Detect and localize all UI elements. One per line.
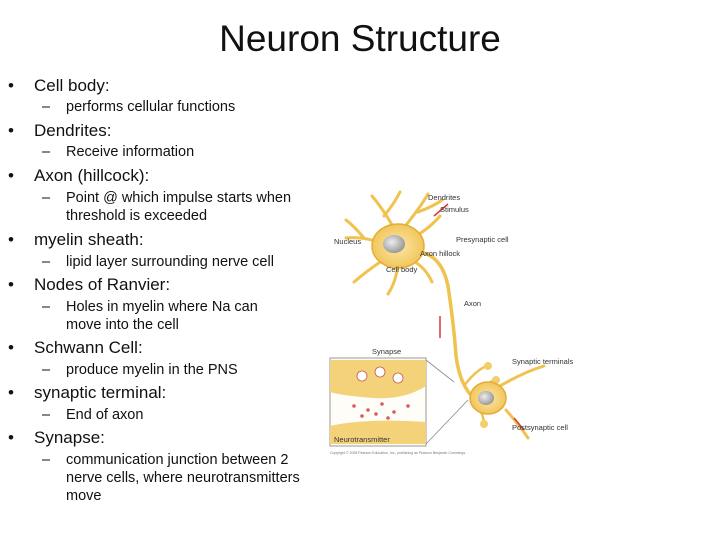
neurotransmitter-molecules bbox=[352, 402, 410, 420]
label-neurotransmitter: Neurotransmitter bbox=[334, 435, 390, 444]
label-nucleus: Nucleus bbox=[334, 237, 361, 246]
bullet-dendrites: • Dendrites: bbox=[8, 121, 111, 141]
bullet-myelin-sheath: • myelin sheath: bbox=[8, 230, 144, 250]
bullet-dot-icon: • bbox=[8, 121, 14, 140]
sub-bullet-text: End of axon bbox=[66, 407, 144, 423]
bullet-cell-body: • Cell body: bbox=[8, 76, 110, 96]
bullet-label: Cell body: bbox=[34, 76, 110, 95]
sub-bullet: –produce myelin in the PNS bbox=[42, 362, 238, 378]
bullet-synaptic-terminal: • synaptic terminal: bbox=[8, 383, 166, 403]
bullet-label: Synapse: bbox=[34, 428, 105, 447]
bullet-label: synaptic terminal: bbox=[34, 383, 167, 402]
sub-bullet-text: Receive information bbox=[66, 144, 195, 160]
bullet-dot-icon: • bbox=[8, 338, 14, 357]
bullet-nodes-of-ranvier: • Nodes of Ranvier: bbox=[8, 275, 170, 295]
label-dendrites: Dendrites bbox=[428, 193, 460, 202]
sub-bullet: –performs cellular functions bbox=[42, 99, 236, 115]
bullet-dot-icon: • bbox=[8, 166, 14, 185]
sub-bullet: –lipid layer surrounding nerve cell bbox=[42, 254, 274, 270]
label-stimulus: Stimulus bbox=[440, 205, 469, 214]
bullet-dot-icon: • bbox=[8, 230, 14, 249]
presynaptic-nucleus bbox=[383, 235, 405, 253]
sub-bullet-text: lipid layer surrounding nerve cell bbox=[66, 254, 274, 270]
inset-postsynaptic-membrane bbox=[330, 420, 426, 444]
label-postsynaptic-cell: Postsynaptic cell bbox=[512, 423, 568, 432]
bullet-label: Nodes of Ranvier: bbox=[34, 275, 171, 294]
sub-bullet-text: Holes in myelin where Na can move into t… bbox=[66, 299, 258, 333]
bullet-label: Dendrites: bbox=[34, 121, 112, 140]
bullet-label: Schwann Cell: bbox=[34, 338, 143, 357]
inset-presynaptic-terminal bbox=[330, 360, 426, 399]
bullet-synapse: • Synapse: bbox=[8, 428, 105, 448]
neurotransmitter-vesicles bbox=[356, 366, 404, 384]
bullet-dot-icon: • bbox=[8, 428, 14, 447]
bullet-dot-icon: • bbox=[8, 76, 14, 95]
bullet-axon: • Axon (hillcock): bbox=[8, 166, 149, 186]
sub-bullet-text: communication junction between 2 nerve c… bbox=[66, 452, 300, 504]
label-axon-hillock: Axon hillock bbox=[420, 249, 460, 258]
sub-bullet: –communication junction between 2 nerve … bbox=[42, 451, 321, 505]
bullet-dot-icon: • bbox=[8, 383, 14, 402]
sub-bullet: –End of axon bbox=[42, 407, 144, 423]
figure-copyright: Copyright © 2008 Pearson Education, Inc.… bbox=[330, 451, 466, 455]
terminal-bulbs bbox=[480, 362, 500, 428]
signal-arrows bbox=[433, 203, 525, 431]
label-cell-body: Cell body bbox=[386, 265, 418, 274]
label-synapse: Synapse bbox=[372, 347, 401, 356]
bullet-list: • Cell body: –performs cellular functions… bbox=[0, 0, 340, 540]
postsynaptic-nucleus bbox=[478, 391, 494, 405]
label-axon: Axon bbox=[464, 299, 481, 308]
sub-bullet: –Receive information bbox=[42, 144, 195, 160]
bullet-dot-icon: • bbox=[8, 275, 14, 294]
bullet-label: Axon (hillcock): bbox=[34, 166, 150, 185]
neuron-diagram: Dendrites Stimulus Nucleus Presynaptic c… bbox=[324, 186, 720, 458]
sub-bullet: –Point @ which impulse starts when thres… bbox=[42, 189, 324, 225]
sub-bullet: –Holes in myelin where Na can move into … bbox=[42, 298, 296, 334]
bullet-schwann-cell: • Schwann Cell: bbox=[8, 338, 143, 358]
bullet-label: myelin sheath: bbox=[34, 230, 144, 249]
axon bbox=[419, 250, 476, 400]
sub-bullet-text: produce myelin in the PNS bbox=[66, 362, 238, 378]
sub-bullet-text: Point @ which impulse starts when thresh… bbox=[66, 190, 292, 224]
label-synaptic-terminals: Synaptic terminals bbox=[512, 357, 574, 366]
page-title: Neuron Structure bbox=[219, 18, 501, 59]
label-presynaptic-cell: Presynaptic cell bbox=[456, 235, 509, 244]
sub-bullet-text: performs cellular functions bbox=[66, 99, 236, 115]
